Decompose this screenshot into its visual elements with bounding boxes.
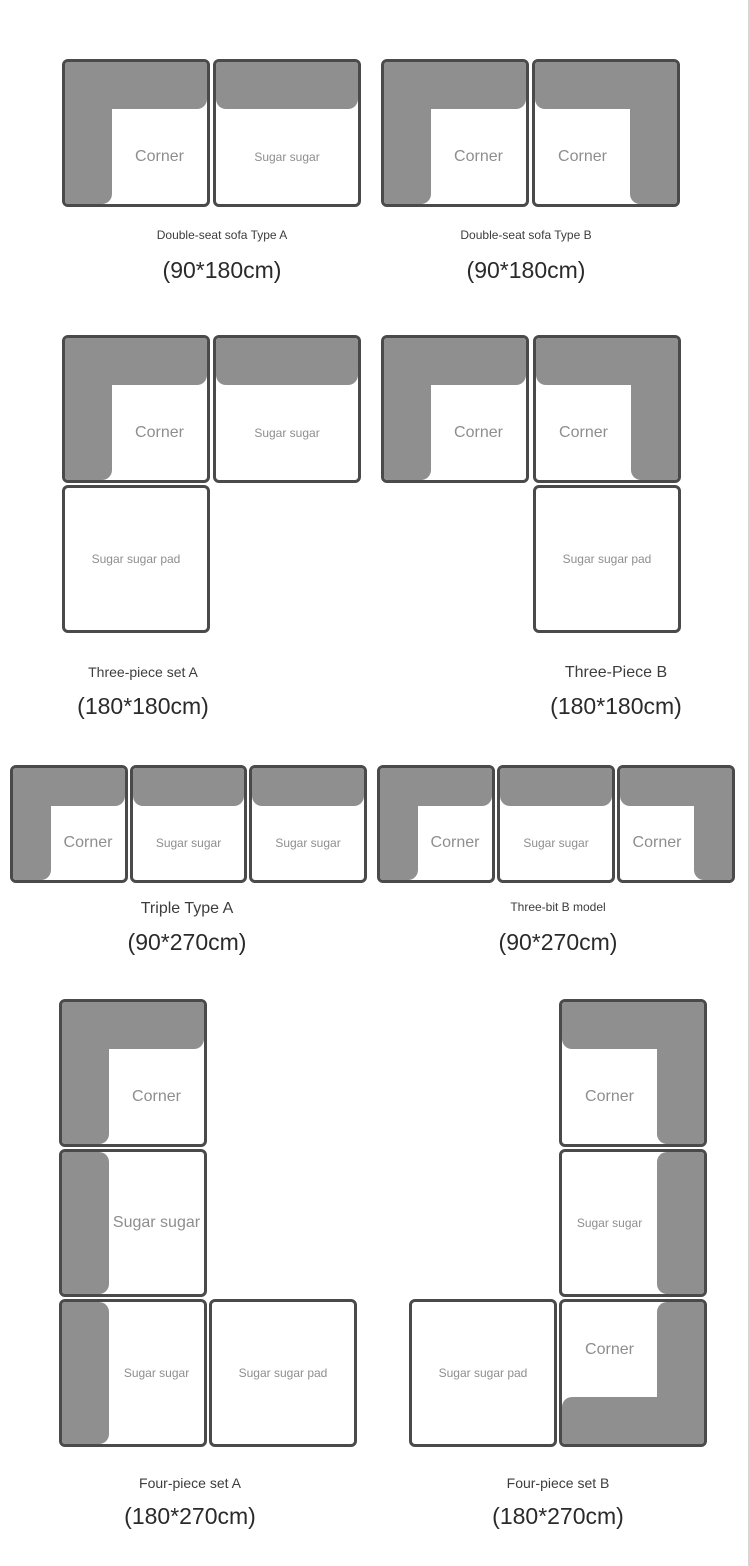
module-label: Corner — [135, 423, 184, 441]
armrest-cushion — [694, 768, 732, 880]
four-b-pad-module[interactable]: Sugar sugar pad — [409, 1299, 557, 1447]
armrest-cushion — [384, 338, 431, 480]
layout-size-double-b: (90*180cm) — [466, 257, 586, 283]
layout-size-four-b: (180*270cm) — [492, 1503, 624, 1529]
module-label: Sugar sugar pad — [238, 1366, 328, 1380]
triple-b-left-corner-module[interactable]: Corner — [377, 765, 495, 883]
layout-name-three-b: Three-Piece B — [564, 664, 668, 681]
backrest-cushion — [216, 338, 358, 385]
armrest-cushion — [630, 62, 677, 204]
module-label: Corner — [585, 1340, 634, 1358]
module-label: Sugar sugar — [275, 836, 341, 850]
module-label: Corner — [559, 423, 608, 441]
four-b-top-corner-module[interactable]: Corner — [559, 999, 707, 1147]
armrest-cushion — [380, 768, 418, 880]
armrest-cushion — [65, 338, 112, 480]
layout-name-three-a: Three-piece set A — [88, 664, 198, 680]
backrest-cushion — [500, 768, 612, 806]
layout-size-four-a: (180*270cm) — [124, 1503, 256, 1529]
double-b-right-corner-module[interactable]: Corner — [532, 59, 680, 207]
module-label: Corner — [558, 147, 607, 165]
backrest-cushion — [252, 768, 364, 806]
layout-name-double-b: Double-seat sofa Type B — [460, 228, 592, 242]
backrest-cushion — [657, 1152, 704, 1294]
module-label: Corner — [454, 147, 503, 165]
layout-size-three-b: (180*180cm) — [550, 693, 682, 719]
four-a-corner-module[interactable]: Corner — [59, 999, 207, 1147]
layout-size-three-a: (180*180cm) — [77, 693, 209, 719]
four-a-seat-module-2[interactable]: Sugar sugar — [59, 1299, 207, 1447]
layout-size-double-a: (90*180cm) — [162, 257, 282, 283]
triple-b-right-corner-module[interactable]: Corner — [617, 765, 735, 883]
backrest-cushion — [133, 768, 244, 806]
armrest-cushion — [631, 338, 678, 480]
three-b-right-corner-module[interactable]: Corner — [533, 335, 681, 483]
three-a-corner-module[interactable]: Corner — [62, 335, 210, 483]
module-label: Sugar sugar — [112, 1214, 201, 1231]
module-label: Corner — [135, 147, 184, 165]
layout-size-triple-a: (90*270cm) — [127, 929, 247, 955]
three-b-pad-module[interactable]: Sugar sugar pad — [533, 485, 681, 633]
page-edge-divider — [748, 0, 750, 1566]
backrest-cushion — [62, 1302, 109, 1444]
backrest-cushion — [62, 1152, 109, 1294]
module-label: Sugar sugar pad — [91, 552, 181, 566]
module-label: Corner — [132, 1087, 181, 1105]
layout-name-four-a: Four-piece set A — [139, 1475, 241, 1491]
double-a-corner-module[interactable]: Corner — [62, 59, 210, 207]
module-label: Sugar sugar — [155, 836, 222, 850]
module-label: Corner — [585, 1087, 634, 1105]
armrest-cushion — [65, 62, 112, 204]
armrest-cushion — [62, 1002, 109, 1144]
double-b-left-corner-module[interactable]: Corner — [381, 59, 529, 207]
layout-size-triple-b: (90*270cm) — [498, 929, 618, 955]
four-b-bottom-corner-module[interactable]: Corner — [559, 1299, 707, 1447]
backrest-cushion — [216, 62, 358, 109]
four-b-seat-module[interactable]: Sugar sugar — [559, 1149, 707, 1297]
layout-name-four-b: Four-piece set B — [506, 1475, 610, 1491]
module-label: Sugar sugar — [123, 1366, 190, 1380]
module-label: Sugar sugar — [254, 425, 320, 440]
module-label: Sugar sugar — [254, 149, 320, 164]
module-label: Sugar sugar pad — [438, 1366, 528, 1380]
module-label: Sugar sugar — [523, 836, 589, 850]
armrest-cushion — [657, 1002, 704, 1144]
double-a-seat-module[interactable]: Sugar sugar — [213, 59, 361, 207]
triple-a-seat-module-2[interactable]: Sugar sugar — [249, 765, 367, 883]
module-label: Sugar sugar pad — [562, 552, 652, 566]
layout-name-double-a: Double-seat sofa Type A — [156, 228, 288, 242]
module-label: Sugar sugar — [576, 1216, 643, 1230]
three-b-left-corner-module[interactable]: Corner — [381, 335, 529, 483]
triple-b-seat-module[interactable]: Sugar sugar — [497, 765, 615, 883]
module-label: Corner — [430, 834, 480, 851]
three-a-pad-module[interactable]: Sugar sugar pad — [62, 485, 210, 633]
four-a-seat-module-1[interactable]: Sugar sugar — [59, 1149, 207, 1297]
triple-a-seat-module-1[interactable]: Sugar sugar — [130, 765, 247, 883]
layout-name-triple-b: Three-bit B model — [510, 900, 606, 914]
armrest-cushion — [384, 62, 431, 204]
triple-a-corner-module[interactable]: Corner — [10, 765, 128, 883]
four-a-pad-module[interactable]: Sugar sugar pad — [209, 1299, 357, 1447]
module-label: Corner — [454, 423, 503, 441]
layout-name-triple-a: Triple Type A — [140, 900, 234, 917]
armrest-cushion — [13, 768, 51, 880]
armrest-cushion — [657, 1302, 704, 1444]
module-label: Corner — [632, 834, 682, 851]
three-a-seat-module[interactable]: Sugar sugar — [213, 335, 361, 483]
module-label: Corner — [63, 834, 113, 851]
